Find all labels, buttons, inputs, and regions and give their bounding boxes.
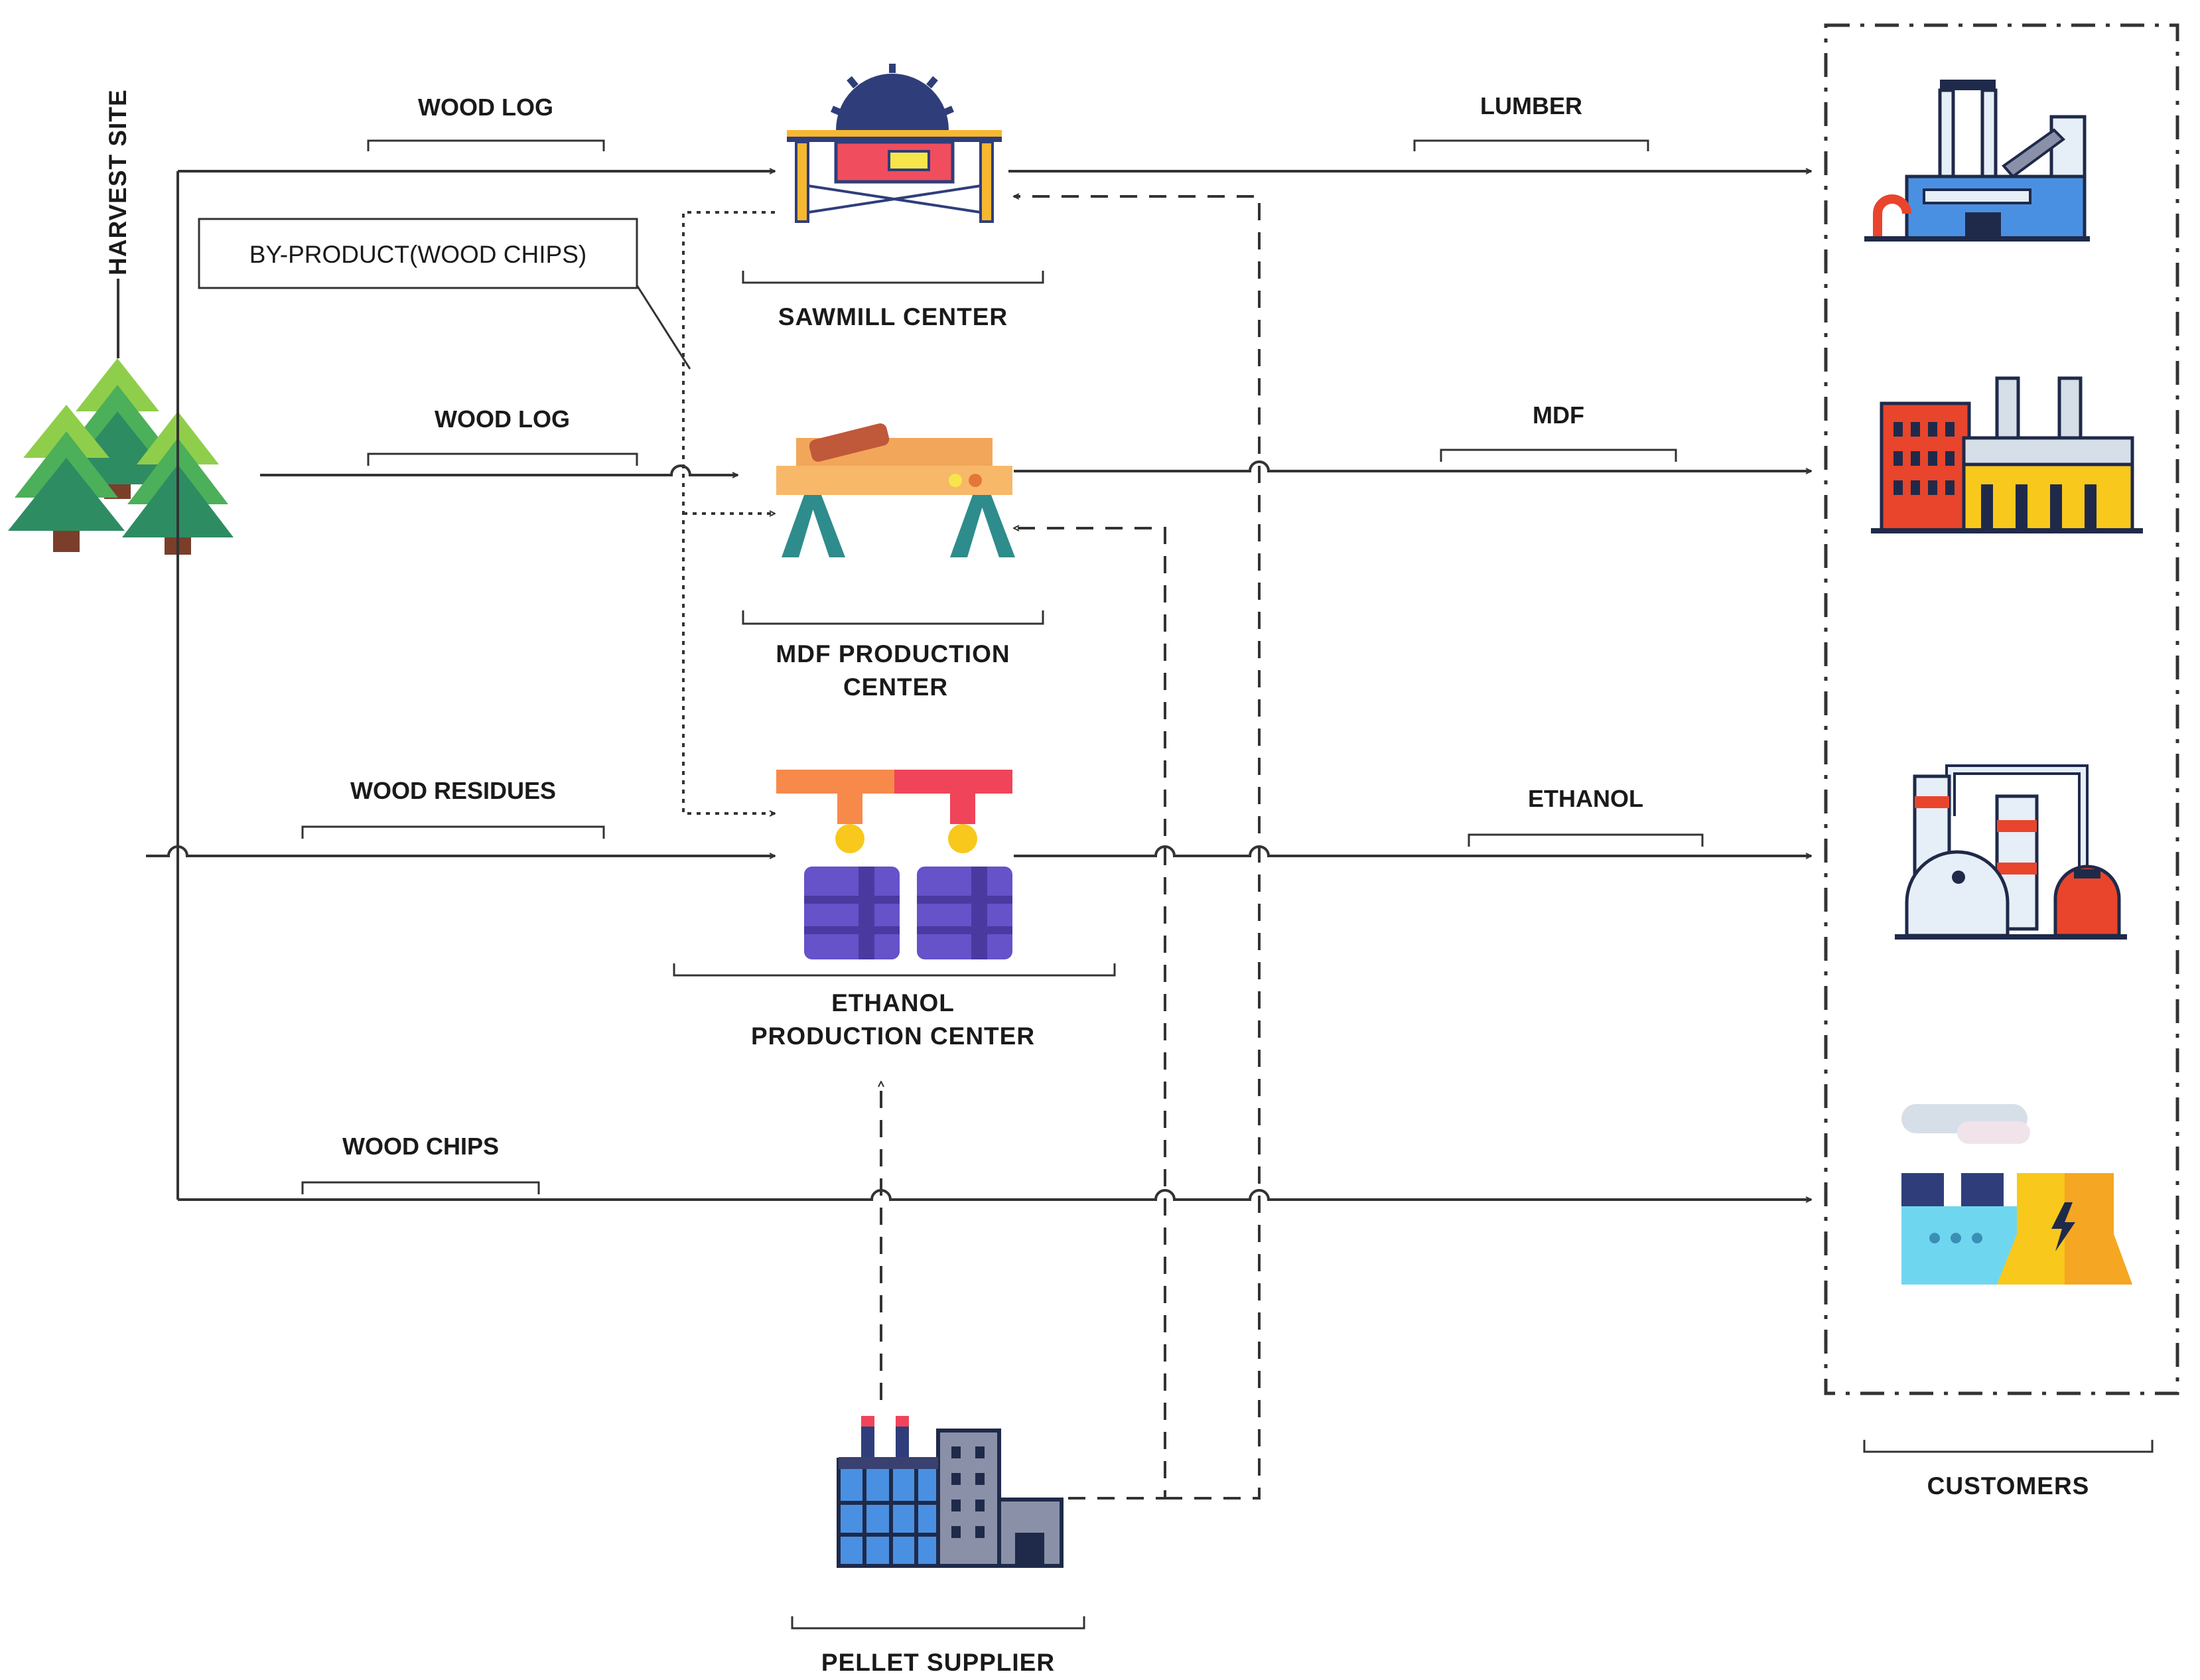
wood-chips-arrow bbox=[178, 1189, 1811, 1200]
mdf-center-label-line2: CENTER bbox=[843, 673, 948, 701]
mdf-label: MDF bbox=[1533, 401, 1584, 429]
sawmill-bracket bbox=[742, 271, 1044, 284]
customers-boundary bbox=[1824, 23, 2179, 1395]
ethanol-label: ETHANOL bbox=[1528, 785, 1643, 812]
sawmill-label: SAWMILL CENTER bbox=[778, 303, 1008, 330]
pellet-supplier-label: PELLET SUPPLIER bbox=[821, 1649, 1055, 1676]
sawhorse-planks-icon bbox=[776, 423, 1015, 557]
ethanol-center-bracket bbox=[673, 963, 1116, 977]
wood-log-1-bracket bbox=[367, 139, 605, 151]
harvest-site-label: HARVEST SITE bbox=[104, 89, 131, 275]
table-saw-icon bbox=[787, 64, 1002, 223]
wood-log-2-arrow bbox=[260, 464, 738, 475]
wood-log-2-bracket bbox=[367, 453, 638, 466]
mdf-center-bracket bbox=[742, 610, 1044, 625]
pellet-supplier-bracket bbox=[791, 1616, 1085, 1630]
mdf-bracket bbox=[1440, 449, 1677, 462]
wood-chips-bracket bbox=[301, 1181, 540, 1194]
mdf-center-label-line1: MDF PRODUCTION bbox=[776, 640, 1010, 667]
wood-log-1-label: WOOD LOG bbox=[418, 94, 553, 121]
mdf-arrow bbox=[1014, 460, 1811, 471]
pine-trees-icon bbox=[8, 358, 234, 555]
wood-chips-label: WOOD CHIPS bbox=[342, 1133, 499, 1160]
lumber-bracket bbox=[1413, 139, 1649, 151]
factory-building-icon bbox=[837, 1416, 1064, 1568]
refinery-icon bbox=[1895, 764, 2127, 940]
customers-bracket bbox=[1863, 1440, 2154, 1453]
byproduct-callout-box bbox=[198, 218, 638, 289]
steel-plant-icon bbox=[1864, 80, 2090, 242]
byproduct-callout-text: BY-PRODUCT(WOOD CHIPS) bbox=[249, 241, 586, 268]
ethanol-arrow bbox=[1014, 845, 1811, 856]
wood-residues-bracket bbox=[301, 825, 605, 839]
wood-residues-label: WOOD RESIDUES bbox=[350, 777, 556, 804]
customers-label: CUSTOMERS bbox=[1927, 1472, 2090, 1500]
ethanol-center-label-line2: PRODUCTION CENTER bbox=[751, 1022, 1035, 1050]
power-plant-icon bbox=[1901, 1104, 2132, 1285]
ethanol-bracket bbox=[1468, 833, 1704, 847]
lumber-label: LUMBER bbox=[1480, 92, 1582, 119]
wood-residues-arrow bbox=[146, 845, 775, 856]
ethanol-center-label-line1: ETHANOL bbox=[831, 989, 955, 1016]
pellet-to-sawmill-dashed bbox=[1014, 196, 1261, 1500]
wood-log-2-label: WOOD LOG bbox=[435, 405, 570, 433]
byproduct-callout-pointer bbox=[636, 285, 691, 370]
brick-factory-icon bbox=[1871, 376, 2143, 533]
pellet-to-mdf-dashed bbox=[1014, 528, 1166, 1500]
fuel-barrels-icon bbox=[776, 770, 1012, 959]
